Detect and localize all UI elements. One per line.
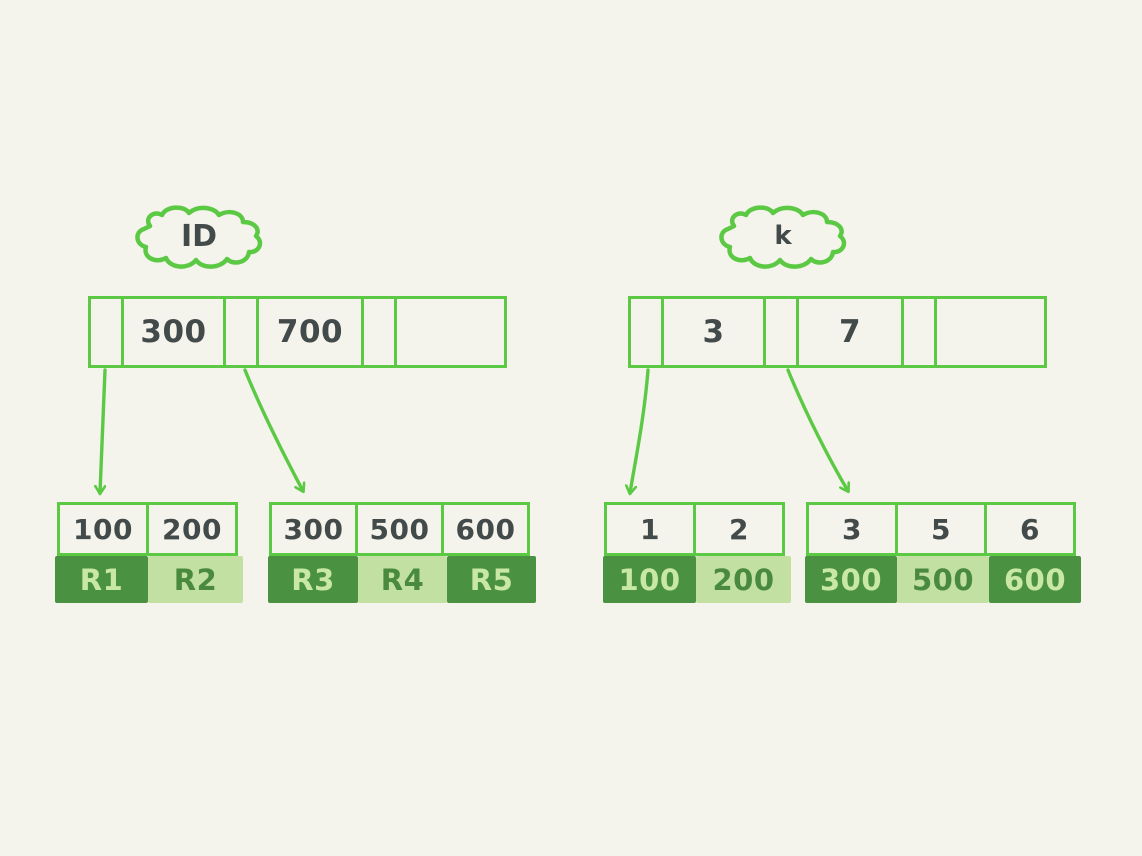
record-cell[interactable]: 500 xyxy=(897,556,989,603)
record-band-k-2: 300 500 600 xyxy=(805,556,1081,603)
cloud-label-text: ID xyxy=(180,218,218,254)
leaf-key-cell[interactable]: 1 xyxy=(604,502,696,556)
root-empty-cell[interactable] xyxy=(934,296,1047,368)
edge-id-root-to-leaf-1 xyxy=(100,368,107,493)
leaf-node-id-1-keys: 100 200 xyxy=(57,502,238,556)
cloud-outline-icon xyxy=(135,205,263,269)
root-pointer-cell-2[interactable] xyxy=(901,296,937,368)
record-cell[interactable]: R2 xyxy=(148,556,243,603)
record-cell[interactable]: R3 xyxy=(268,556,358,603)
leaf-key-cell[interactable]: 2 xyxy=(693,502,785,556)
root-key-cell-1[interactable]: 700 xyxy=(256,296,364,368)
record-cell[interactable]: 300 xyxy=(805,556,897,603)
leaf-key-cell[interactable]: 100 xyxy=(57,502,149,556)
record-cell[interactable]: 600 xyxy=(989,556,1081,603)
root-node-k: 3 7 xyxy=(628,296,1047,368)
record-cell[interactable]: 200 xyxy=(696,556,791,603)
edge-k-root-to-leaf-1 xyxy=(630,368,650,493)
leaf-key-cell[interactable]: 600 xyxy=(441,502,530,556)
root-pointer-cell-0[interactable] xyxy=(628,296,664,368)
edge-k-root-to-leaf-2 xyxy=(786,368,848,491)
cloud-label-text: k xyxy=(774,221,792,251)
cloud-label-id: ID xyxy=(128,202,270,272)
record-band-k-1: 100 200 xyxy=(603,556,791,603)
cloud-outline-icon xyxy=(719,205,847,269)
root-pointer-cell-1[interactable] xyxy=(763,296,799,368)
record-band-id-2: R3 R4 R5 xyxy=(268,556,536,603)
record-band-id-1: R1 R2 xyxy=(55,556,243,603)
leaf-node-id-2-keys: 300 500 600 xyxy=(269,502,530,556)
record-cell[interactable]: R1 xyxy=(55,556,148,603)
root-key-cell-0[interactable]: 3 xyxy=(661,296,766,368)
cloud-label-k: k xyxy=(712,202,854,272)
leaf-key-cell[interactable]: 300 xyxy=(269,502,358,556)
leaf-key-cell[interactable]: 500 xyxy=(355,502,444,556)
root-node-id: 300 700 xyxy=(88,296,507,368)
root-empty-cell[interactable] xyxy=(394,296,507,368)
root-pointer-cell-0[interactable] xyxy=(88,296,124,368)
leaf-node-k-1-keys: 1 2 xyxy=(604,502,785,556)
root-pointer-cell-1[interactable] xyxy=(223,296,259,368)
edge-id-root-to-leaf-2 xyxy=(243,368,303,491)
record-cell[interactable]: R5 xyxy=(447,556,536,603)
root-pointer-cell-2[interactable] xyxy=(361,296,397,368)
root-key-cell-0[interactable]: 300 xyxy=(121,296,226,368)
leaf-key-cell[interactable]: 200 xyxy=(146,502,238,556)
leaf-key-cell[interactable]: 6 xyxy=(984,502,1076,556)
record-cell[interactable]: R4 xyxy=(358,556,447,603)
leaf-node-k-2-keys: 3 5 6 xyxy=(806,502,1076,556)
leaf-key-cell[interactable]: 3 xyxy=(806,502,898,556)
leaf-key-cell[interactable]: 5 xyxy=(895,502,987,556)
record-cell[interactable]: 100 xyxy=(603,556,696,603)
root-key-cell-1[interactable]: 7 xyxy=(796,296,904,368)
